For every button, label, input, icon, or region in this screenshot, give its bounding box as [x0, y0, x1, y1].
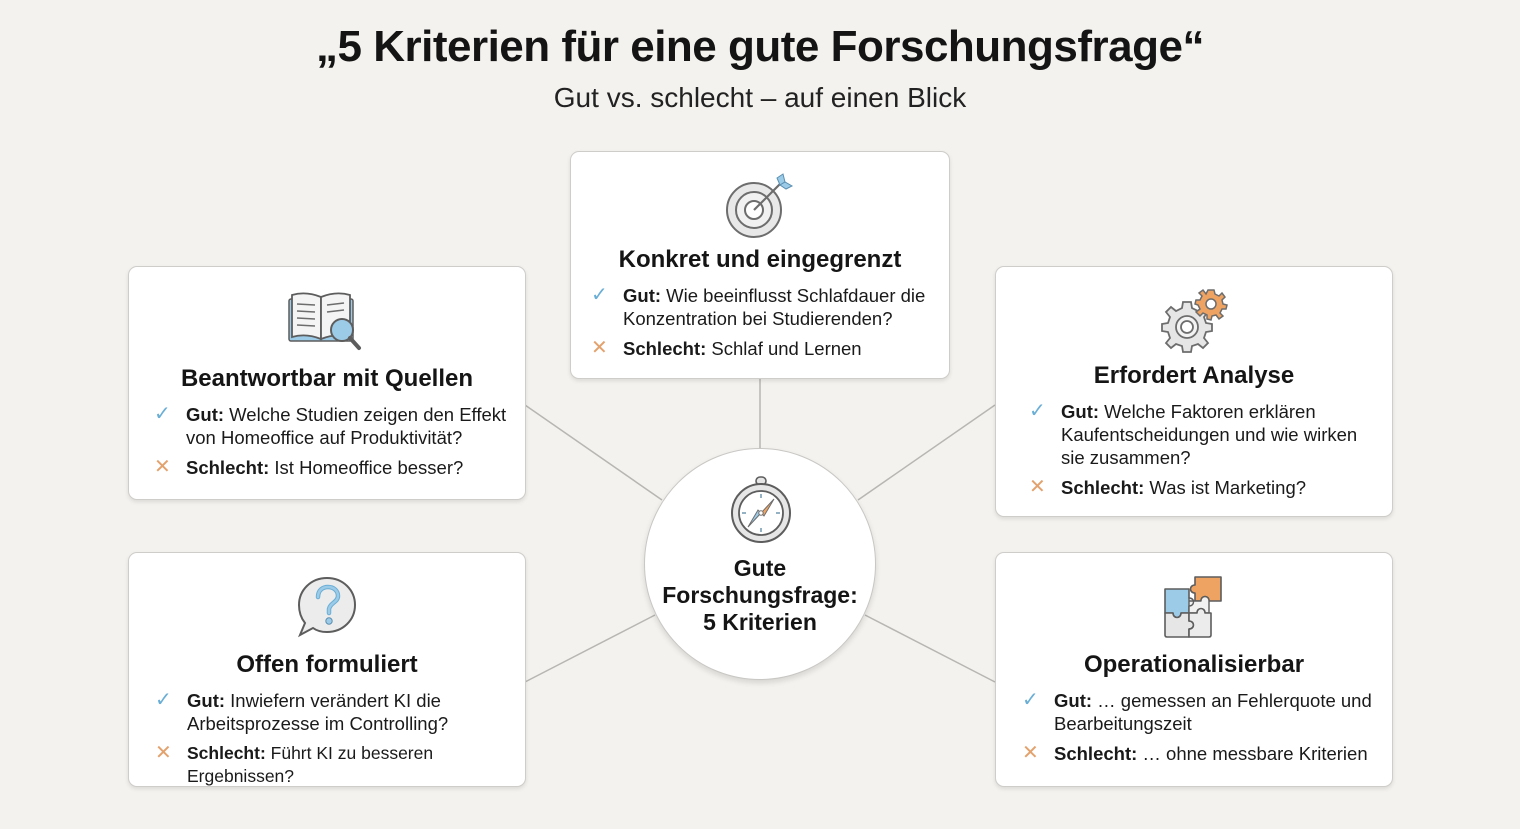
connector-top-right — [857, 404, 996, 501]
good-text-line1: … gemessen an Fehlerquote und — [1097, 690, 1372, 711]
criterion-card-konkret: Konkret und eingegrenzt ✓ Gut: Wie beein… — [570, 151, 950, 379]
bad-text: … ohne messbare Kriterien — [1142, 743, 1368, 764]
page-title: „5 Kriterien für eine gute Forschungsfra… — [316, 22, 1205, 71]
cross-icon: ✕ — [1022, 742, 1039, 764]
bad-example: ✕ Schlecht: Ist Homeoffice besser? — [154, 456, 514, 479]
book-search-icon — [288, 292, 361, 350]
good-label: Gut: — [623, 285, 662, 306]
check-icon: ✓ — [1029, 400, 1046, 422]
check-icon: ✓ — [154, 403, 171, 425]
criterion-card-beantwortbar: Beantwortbar mit Quellen ✓ Gut: Welche S… — [128, 266, 526, 500]
cross-icon: ✕ — [155, 742, 172, 764]
good-text-line2: Konzentration bei Studierenden? — [623, 308, 893, 329]
good-label: Gut: — [1061, 401, 1100, 422]
criterion-card-analyse: Erfordert Analyse ✓ Gut: Welche Faktoren… — [995, 266, 1393, 517]
good-text-line2: Bearbeitungszeit — [1054, 713, 1192, 734]
compass-icon — [731, 476, 791, 543]
good-text-line1: Wie beeinflusst Schlafdauer die — [666, 285, 926, 306]
criterion-title: Beantwortbar mit Quellen — [180, 365, 474, 392]
cross-icon: ✕ — [154, 456, 171, 478]
bad-example: ✕ Schlecht: Schlaf und Lernen — [591, 337, 941, 360]
cross-icon: ✕ — [1029, 476, 1046, 498]
bad-example: ✕ Schlecht: Führt KI zu besseren Ergebni… — [155, 742, 520, 788]
check-icon: ✓ — [1022, 689, 1039, 711]
center-hub: Gute Forschungsfrage: 5 Kriterien — [644, 448, 876, 680]
center-label-line3: 5 Kriterien — [703, 609, 817, 635]
bad-text: Ist Homeoffice besser? — [274, 457, 464, 478]
bad-label: Schlecht: — [187, 743, 266, 763]
criterion-title: Erfordert Analyse — [1093, 362, 1295, 389]
bad-label: Schlecht: — [623, 338, 707, 359]
good-label: Gut: — [1054, 690, 1093, 711]
gears-icon — [1161, 288, 1228, 353]
bad-label: Schlecht: — [186, 457, 270, 478]
good-text-line3: sie zusammen? — [1061, 447, 1191, 468]
bad-text: Was ist Marketing? — [1149, 477, 1307, 498]
puzzle-icon — [1164, 576, 1222, 638]
good-label: Gut: — [187, 690, 226, 711]
criterion-title: Offen formuliert — [236, 651, 418, 678]
good-text-line1: Welche Studien zeigen den Effekt — [229, 404, 507, 425]
bad-example: ✕ Schlecht: Was ist Marketing? — [1029, 476, 1379, 499]
bad-label: Schlecht: — [1054, 743, 1138, 764]
connector-bottom-left — [524, 614, 656, 683]
connector-bottom-right — [864, 614, 996, 683]
cross-icon: ✕ — [591, 337, 608, 359]
target-icon — [726, 173, 794, 238]
criterion-card-offen: Offen formuliert ✓ Gut: Inwiefern veränd… — [128, 552, 526, 787]
bad-text: Schlaf und Lernen — [711, 338, 862, 359]
criterion-title: Konkret und eingegrenzt — [618, 246, 902, 273]
center-label: Gute Forschungsfrage: 5 Kriterien — [645, 555, 875, 636]
good-text-line1: Inwiefern verändert KI die — [230, 690, 441, 711]
check-icon: ✓ — [591, 284, 608, 306]
check-icon: ✓ — [155, 689, 172, 711]
criterion-title: Operationalisierbar — [1083, 651, 1305, 678]
connector-top-left — [524, 404, 663, 501]
question-bubble-icon — [297, 576, 357, 638]
page-subtitle: Gut vs. schlecht – auf einen Blick — [553, 82, 967, 113]
good-text-line2: Arbeitsprozesse im Controlling? — [187, 713, 449, 734]
good-text-line1: Welche Faktoren erklären — [1104, 401, 1316, 422]
good-text-line2: von Homeoffice auf Produktivität? — [186, 427, 463, 448]
bad-text: Führt KI zu besseren Ergebnissen? — [187, 743, 434, 786]
center-label-line2: Forschungsfrage: — [662, 582, 858, 608]
good-text-line2: Kaufentscheidungen und wie wirken — [1061, 424, 1358, 445]
bad-example: ✕ Schlecht: … ohne messbare Kriterien — [1022, 742, 1387, 765]
center-label-line1: Gute — [733, 555, 787, 581]
criterion-card-operationalisierbar: Operationalisierbar ✓ Gut: … gemessen an… — [995, 552, 1393, 787]
bad-label: Schlecht: — [1061, 477, 1145, 498]
good-label: Gut: — [186, 404, 225, 425]
